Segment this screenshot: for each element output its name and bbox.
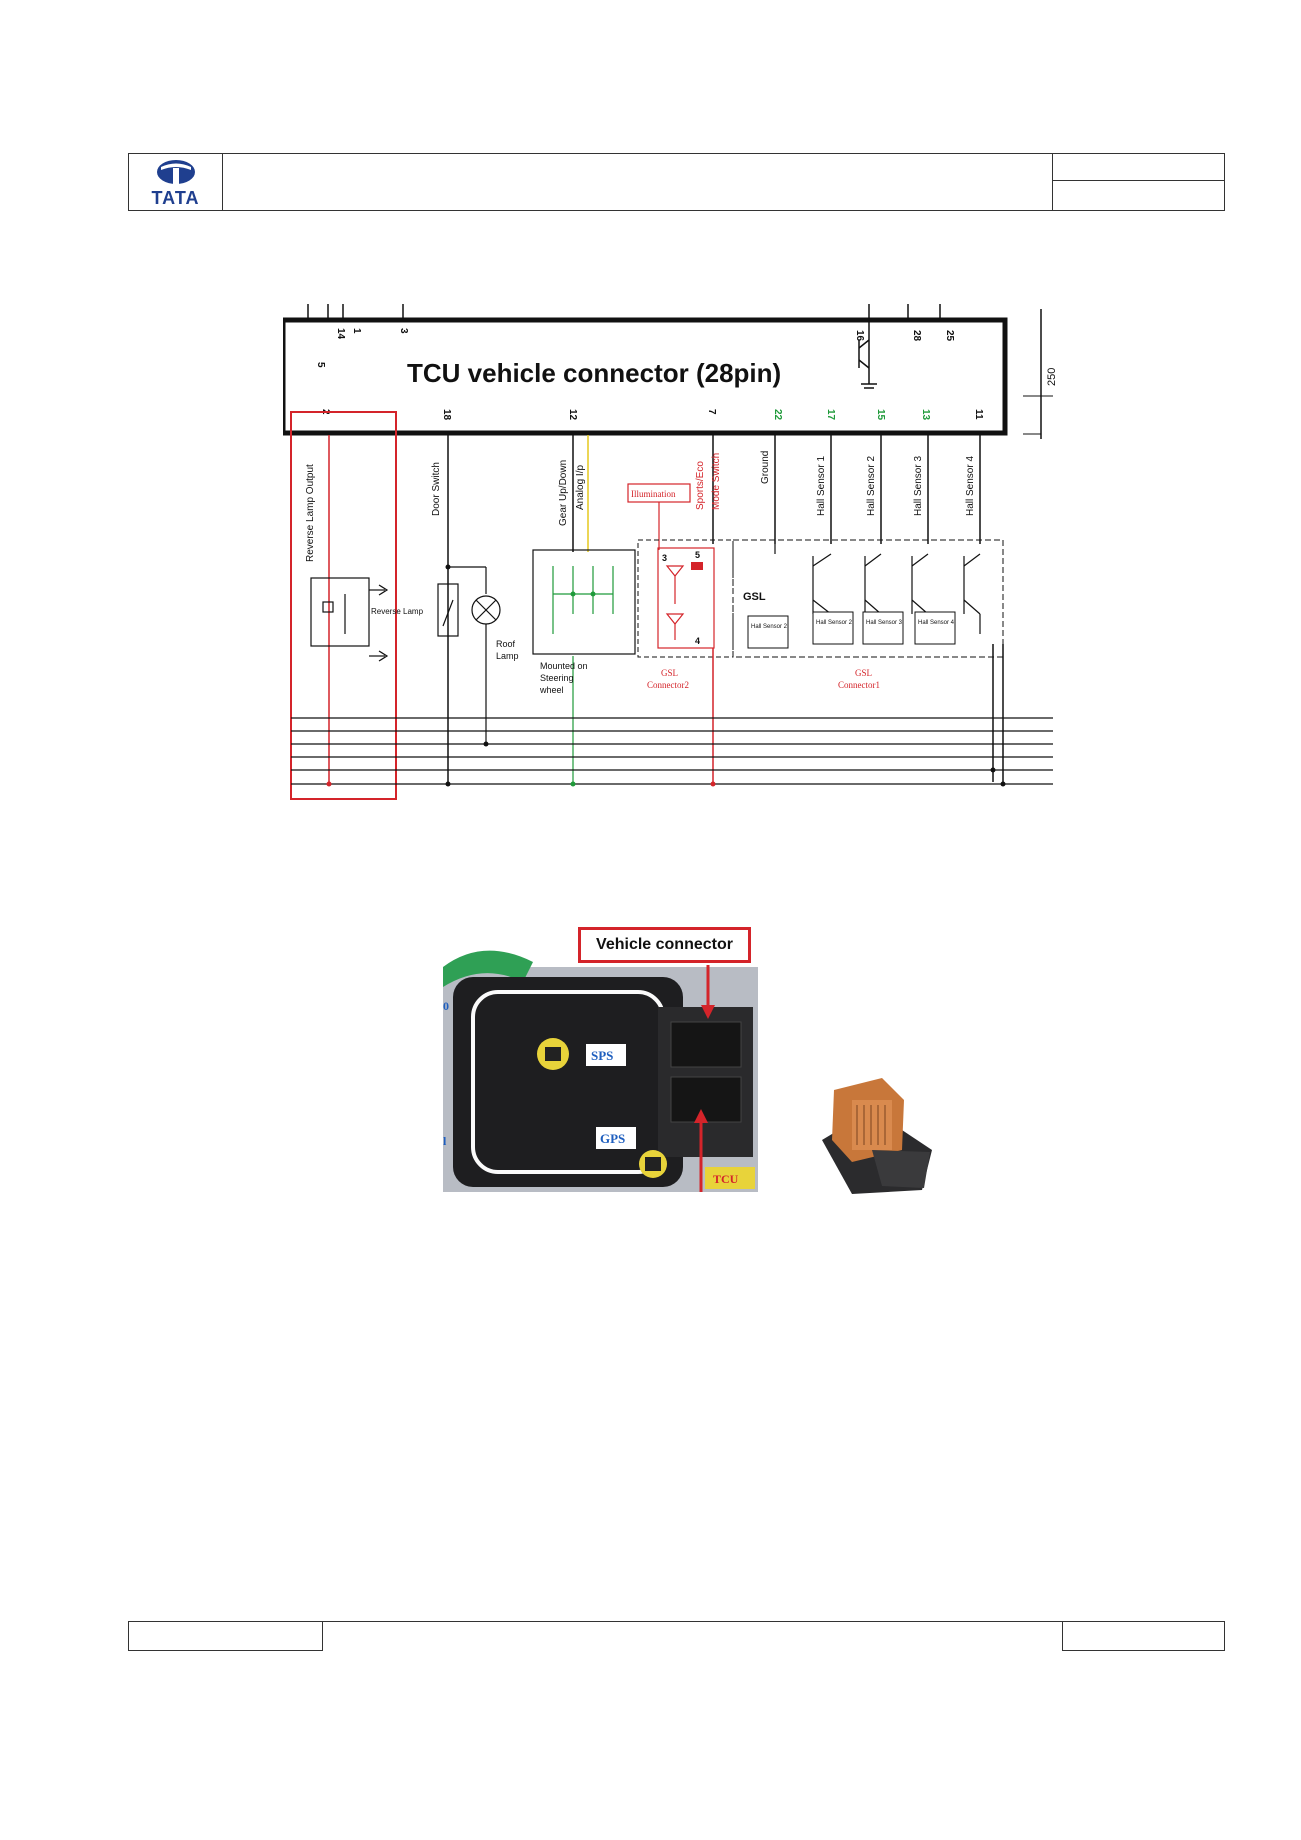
pin-17: 17 [825,409,836,421]
pin-15: 15 [875,409,886,421]
hall-box-4: Hall Sensor 4 [918,620,955,626]
header-cell-bottom [1052,181,1224,210]
signal-mode-switch: Mode Switch [711,453,722,510]
mounted-label-b: Steering [540,673,574,683]
mounted-label-c: wheel [539,685,564,695]
logo-text: TATA [151,188,200,208]
pin-13: 13 [920,409,931,421]
edge-label-zero: 0 [443,999,449,1013]
header-cell-top [1052,154,1224,181]
reverse-lamp-label: Reverse Lamp [371,607,424,616]
signal-analog-ip: Analog I/p [575,465,586,510]
gsl-label: GSL [743,591,766,603]
connector-box [283,317,1008,436]
footer-rule [323,1621,1080,1622]
document-header: TATA [128,153,1225,211]
green-arrow-top [443,950,533,987]
illumination-label: Illumination [631,489,676,499]
vehicle-connector-callout: Vehicle connector [578,927,751,963]
pin-28: 28 [911,330,922,342]
pin-7: 7 [706,409,717,415]
hall-box-1: Hall Sensor 2 [751,624,788,630]
pin-25: 25 [944,330,955,342]
signal-gear-updown: Gear Up/Down [558,460,569,526]
document-footer [128,1621,1225,1651]
pin-11: 11 [973,409,984,420]
svg-text:5: 5 [695,550,700,560]
pin-12: 12 [567,409,578,421]
hall-box-3: Hall Sensor 3 [866,620,903,626]
side-label: 250 [1046,368,1058,386]
hall-box-2: Hall Sensor 2 [816,620,853,626]
footer-cell-right [1062,1621,1225,1651]
gps-label: GPS [600,1131,625,1146]
svg-text:4: 4 [695,636,700,646]
signal-hall-sensor-2: Hall Sensor 2 [866,456,877,516]
reverse-lamp-relay [310,577,389,662]
tata-logo-icon [157,160,195,184]
pin-3: 3 [398,328,409,334]
reverse-lamp-highlight [290,411,397,800]
pin-18: 18 [441,409,452,421]
gsl-connector2-box [637,539,734,658]
steering-switch-box [532,549,636,655]
wiring-schematic: TCU vehicle connector (28pin) 5 14 1 3 1… [283,304,1065,802]
pin-1: 1 [351,328,362,334]
connector-title: TCU vehicle connector (28pin) [407,358,781,388]
pin-16: 16 [854,330,865,342]
roof-lamp-label-a: Roof [496,639,516,649]
gsl-connector1-box [732,539,1004,658]
signal-door-switch: Door Switch [431,462,442,516]
gsl-connector1-label-b: Connector1 [838,680,880,690]
signal-hall-sensor-1: Hall Sensor 1 [816,456,827,516]
tcu-photo: SPS GPS TCU 0 l [443,927,758,1192]
pin-5: 5 [315,362,326,368]
footer-cell-left [128,1621,323,1651]
signal-sports-eco: Sports/Eco [695,461,706,510]
signal-ground: Ground [760,451,771,484]
tcu-label: TCU [713,1172,739,1186]
gsl-connector2-label-a: GSL [661,668,678,678]
pin-14: 14 [335,328,346,340]
mounted-label-a: Mounted on [540,661,588,671]
signal-hall-sensor-3: Hall Sensor 3 [913,456,924,516]
pin-22: 22 [772,409,783,421]
edge-label-one: l [443,1134,447,1148]
logo-cell: TATA [129,154,223,210]
gsl-connector1-label-a: GSL [855,668,872,678]
roof-lamp-label-b: Lamp [496,651,519,661]
connector-plug-photo [812,1070,942,1196]
gsl-connector2-label-b: Connector2 [647,680,689,690]
signal-reverse-lamp-output: Reverse Lamp Output [305,464,316,562]
sps-label: SPS [591,1048,613,1063]
svg-text:3: 3 [662,553,667,563]
signal-hall-sensor-4: Hall Sensor 4 [965,456,976,516]
